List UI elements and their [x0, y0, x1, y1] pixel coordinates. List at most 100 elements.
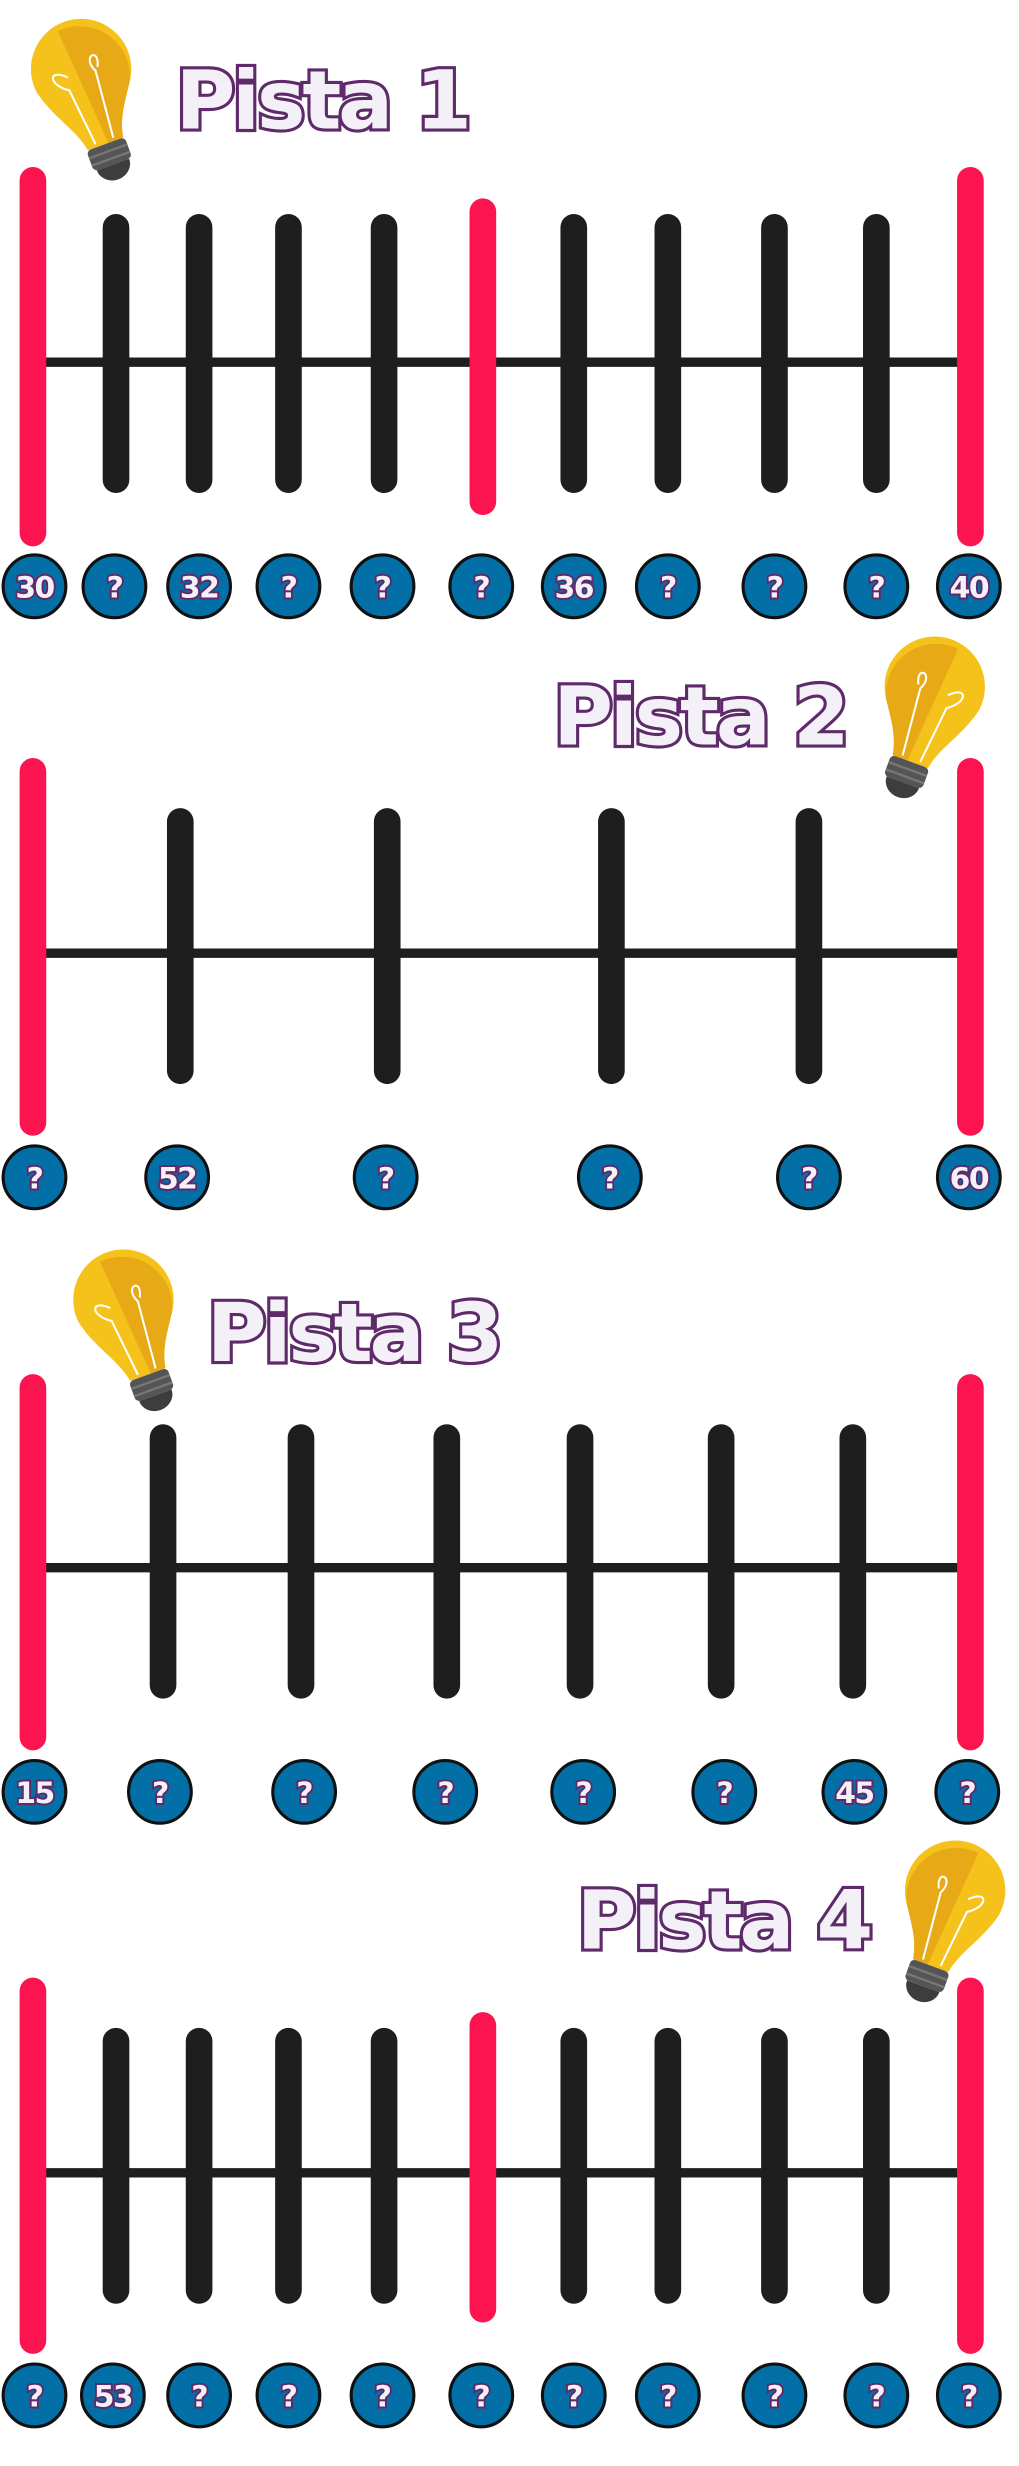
badge-circle [1, 553, 68, 620]
value-label: 15 [15, 1776, 53, 1811]
value-label: ? [660, 2379, 676, 2414]
badge-circle [634, 553, 701, 620]
badge-circle [79, 2362, 146, 2429]
value-label: ? [575, 1776, 591, 1811]
unknown-value-badge[interactable]: ? [843, 2362, 910, 2429]
unknown-value-badge[interactable]: ? [576, 1144, 643, 1211]
unknown-value-badge[interactable]: ? [81, 553, 148, 620]
unknown-value-badge[interactable]: ? [349, 2362, 416, 2429]
pista-4-section: Pista 4?53????????? [1, 1840, 1006, 2429]
badge-circle [448, 553, 515, 620]
known-value-badge: 52 [144, 1144, 211, 1211]
known-value-badge: 60 [935, 1144, 1002, 1211]
unknown-value-badge[interactable]: ? [1, 2362, 68, 2429]
unknown-value-badge[interactable]: ? [448, 553, 515, 620]
unknown-value-badge[interactable]: ? [448, 2362, 515, 2429]
badge-circle [1, 2362, 68, 2429]
value-label: ? [27, 2379, 43, 2414]
value-label: 52 [158, 1161, 196, 1196]
value-label: ? [27, 1161, 43, 1196]
unknown-value-badge[interactable]: ? [255, 2362, 322, 2429]
value-label: ? [281, 570, 297, 605]
pista-title: Pista 3 [207, 1286, 500, 1381]
unknown-value-badge[interactable]: ? [934, 1758, 1001, 1825]
badge-circle [741, 553, 808, 620]
unknown-value-badge[interactable]: ? [935, 2362, 1002, 2429]
badge-circle [691, 1758, 758, 1825]
unknown-value-badge[interactable]: ? [352, 1144, 419, 1211]
badge-circle [821, 1758, 888, 1825]
unknown-value-badge[interactable]: ? [349, 553, 416, 620]
unknown-value-badge[interactable]: ? [691, 1758, 758, 1825]
badge-circle [935, 1144, 1002, 1211]
value-label: 60 [950, 1161, 989, 1196]
badge-circle [126, 1758, 193, 1825]
unknown-value-badge[interactable]: ? [255, 553, 322, 620]
unknown-value-badge[interactable]: ? [1, 1144, 68, 1211]
unknown-value-badge[interactable]: ? [634, 2362, 701, 2429]
lightbulb-icon [884, 636, 985, 799]
unknown-value-badge[interactable]: ? [776, 1144, 842, 1211]
badge-circle [255, 2362, 322, 2429]
badge-circle [741, 2362, 808, 2429]
pista-2-section: Pista 2?52???60 [1, 636, 1002, 1211]
value-label: ? [473, 570, 489, 605]
value-label: 36 [555, 570, 594, 605]
badge-circle [352, 1144, 419, 1211]
unknown-value-badge[interactable]: ? [126, 1758, 193, 1825]
value-label: 45 [835, 1776, 873, 1811]
value-label: ? [378, 1161, 394, 1196]
known-value-badge: 40 [935, 553, 1002, 620]
badge-circle [166, 553, 233, 620]
unknown-value-badge[interactable]: ? [412, 1758, 479, 1825]
badge-circle [550, 1758, 617, 1825]
unknown-value-badge[interactable]: ? [550, 1758, 617, 1825]
pista-title: Pista 1 [176, 54, 469, 149]
unknown-value-badge[interactable]: ? [843, 553, 910, 620]
badge-circle [255, 553, 322, 620]
badge-circle [349, 553, 416, 620]
unknown-value-badge[interactable]: ? [741, 553, 808, 620]
known-value-badge: 30 [1, 553, 68, 620]
value-label: ? [660, 570, 676, 605]
unknown-value-badge[interactable]: ? [540, 2362, 607, 2429]
value-label: ? [437, 1776, 453, 1811]
value-label: 53 [94, 2379, 132, 2414]
value-label: ? [602, 1161, 618, 1196]
known-value-badge: 15 [1, 1758, 68, 1825]
value-label: 40 [950, 570, 989, 605]
unknown-value-badge[interactable]: ? [166, 2362, 233, 2429]
value-label: ? [868, 570, 884, 605]
known-value-badge: 45 [821, 1758, 888, 1825]
badge-circle [540, 553, 607, 620]
badge-circle [843, 553, 910, 620]
pista-1-section: Pista 130?32???36???40 [1, 18, 1002, 620]
unknown-value-badge[interactable]: ? [741, 2362, 808, 2429]
value-label: ? [716, 1776, 732, 1811]
badge-circle [540, 2362, 607, 2429]
badge-circle [81, 553, 148, 620]
value-label: ? [868, 2379, 884, 2414]
value-label: ? [801, 1161, 817, 1196]
badge-circle [576, 1144, 643, 1211]
value-label: ? [191, 2379, 207, 2414]
unknown-value-badge[interactable]: ? [271, 1758, 338, 1825]
value-label: ? [473, 2379, 489, 2414]
unknown-value-badge[interactable]: ? [634, 553, 701, 620]
badge-circle [412, 1758, 479, 1825]
badge-circle [1, 1758, 68, 1825]
value-label: ? [959, 1776, 975, 1811]
badge-circle [935, 2362, 1002, 2429]
lightbulb-icon [904, 1840, 1006, 2003]
badge-circle [935, 553, 1002, 620]
badge-circle [634, 2362, 701, 2429]
badge-circle [934, 1758, 1001, 1825]
badge-circle [349, 2362, 416, 2429]
value-label: ? [375, 570, 391, 605]
value-label: ? [767, 570, 783, 605]
badge-circle [843, 2362, 910, 2429]
value-label: ? [281, 2379, 297, 2414]
value-label: ? [566, 2379, 582, 2414]
value-label: ? [767, 2379, 783, 2414]
